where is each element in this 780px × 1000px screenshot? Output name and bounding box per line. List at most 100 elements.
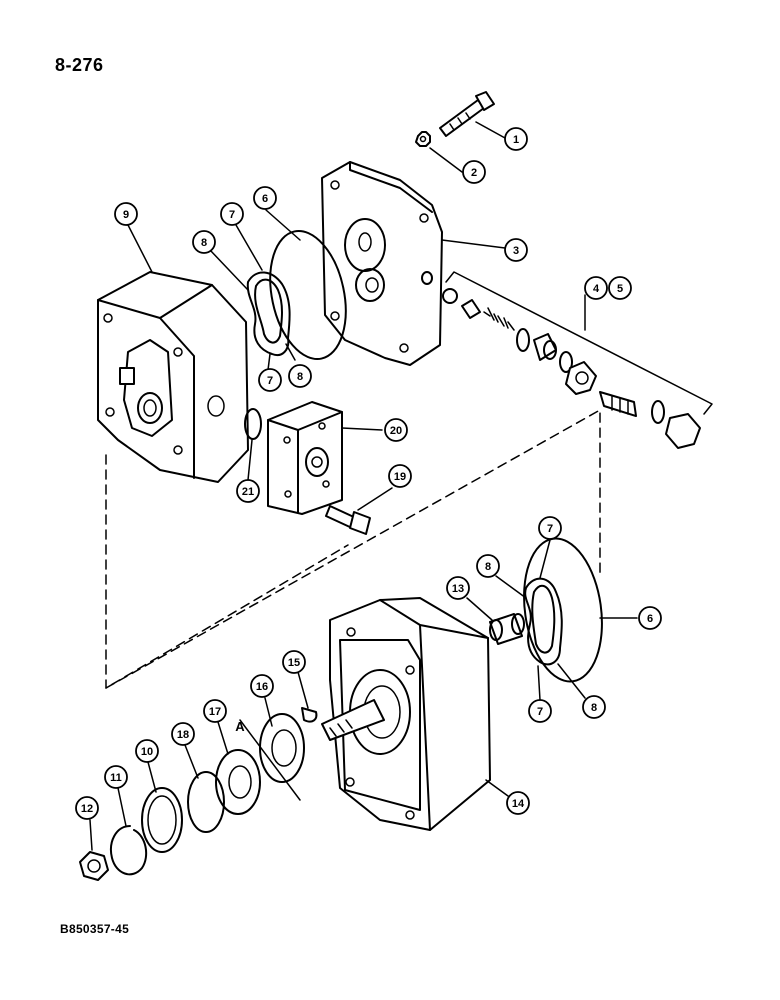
callout-c8c: 8 <box>476 554 500 578</box>
callout-number: 1 <box>513 134 519 146</box>
callout-circle <box>236 479 260 503</box>
part-18-o-ring <box>187 771 225 833</box>
part-7-8-wear-plate-lower <box>524 577 563 666</box>
callout-circle <box>203 699 227 723</box>
callout-circle <box>135 739 159 763</box>
callout-c7b: 7 <box>258 368 282 392</box>
part-20-adapter-plate <box>267 401 343 515</box>
reference-letter-a: A <box>235 719 245 734</box>
part-11-snap-ring <box>110 825 148 876</box>
part-1-bolt <box>439 91 495 137</box>
callout-c17: 17 <box>203 699 227 723</box>
callout-number: 7 <box>229 209 235 221</box>
callout-c8a: 8 <box>192 230 216 254</box>
page-number: 8-276 <box>55 55 104 75</box>
callout-circle <box>476 554 500 578</box>
callout-circle <box>75 796 99 820</box>
callout-number: 5 <box>617 283 623 295</box>
callout-circle <box>638 606 662 630</box>
callout-c21: 21 <box>236 479 260 503</box>
part-15-woodruff-key <box>301 707 318 723</box>
callout-number: 8 <box>591 702 597 714</box>
part-19-cap-screw <box>325 505 371 535</box>
callout-c6b: 6 <box>638 606 662 630</box>
callout-circle <box>608 276 632 300</box>
callout-circle <box>220 202 244 226</box>
callout-number: 20 <box>390 425 402 437</box>
callout-c9: 9 <box>114 202 138 226</box>
assembly-alignment-lines <box>105 409 601 689</box>
part-17-shaft-seal <box>215 749 261 815</box>
callout-circle <box>528 699 552 723</box>
callout-c11: 11 <box>104 765 128 789</box>
callout-c8d: 8 <box>582 695 606 719</box>
callout-number: 17 <box>209 706 221 718</box>
callout-circle <box>171 722 195 746</box>
callout-c14: 14 <box>506 791 530 815</box>
callout-c12: 12 <box>75 796 99 820</box>
callout-number: 13 <box>452 583 464 595</box>
callout-c18: 18 <box>171 722 195 746</box>
callout-circle <box>250 674 274 698</box>
part-6-o-ring-upper <box>269 229 347 361</box>
callout-circle <box>582 695 606 719</box>
leader-lines <box>89 121 638 851</box>
callout-circle <box>104 765 128 789</box>
callout-number: 8 <box>485 561 491 573</box>
callout-circle <box>506 791 530 815</box>
callout-circle <box>282 650 306 674</box>
callout-number: 7 <box>267 375 273 387</box>
callout-circle <box>504 127 528 151</box>
callout-c8b: 8 <box>288 364 312 388</box>
callout-c2: 2 <box>462 160 486 184</box>
callout-number: 12 <box>81 803 93 815</box>
callout-number: 6 <box>647 613 653 625</box>
callout-circle <box>538 516 562 540</box>
callout-number: 2 <box>471 167 477 179</box>
callout-c7c: 7 <box>538 516 562 540</box>
callout-number: 10 <box>141 746 153 758</box>
callout-number: 9 <box>123 209 129 221</box>
callout-number: 6 <box>262 193 268 205</box>
part-9-front-body <box>97 271 249 483</box>
callout-number: 19 <box>394 471 406 483</box>
callout-number: 8 <box>297 371 303 383</box>
callout-c3: 3 <box>504 238 528 262</box>
callout-number: 16 <box>256 681 268 693</box>
part-14-rear-body <box>321 597 491 831</box>
callout-number: 21 <box>242 486 254 498</box>
callout-c1: 1 <box>504 127 528 151</box>
callout-number: 3 <box>513 245 519 257</box>
callout-c6a: 6 <box>253 186 277 210</box>
callout-c16: 16 <box>250 674 274 698</box>
callout-circle <box>388 464 412 488</box>
part-2-lock-washer <box>415 131 431 147</box>
part-7-8-wear-plate-upper <box>246 271 291 356</box>
callout-circle <box>446 576 470 600</box>
callout-c5: 5 <box>608 276 632 300</box>
callout-circle <box>504 238 528 262</box>
callout-circle <box>114 202 138 226</box>
callout-circle <box>258 368 282 392</box>
callout-circle <box>384 418 408 442</box>
callout-c7d: 7 <box>528 699 552 723</box>
callout-c10: 10 <box>135 739 159 763</box>
callout-number: 8 <box>201 237 207 249</box>
callout-c19: 19 <box>388 464 412 488</box>
part-16-seal-ring <box>239 713 305 801</box>
figure-code: B850357-45 <box>60 922 130 936</box>
callout-number: 15 <box>288 657 300 669</box>
callout-circle <box>192 230 216 254</box>
callout-number: 4 <box>593 283 600 295</box>
part-12-nut <box>79 851 109 881</box>
callout-number: 7 <box>537 706 543 718</box>
callout-c13: 13 <box>446 576 470 600</box>
part-4-5-relief-valve-assembly <box>442 271 713 449</box>
callout-c20: 20 <box>384 418 408 442</box>
part-3-rear-cover <box>321 161 443 366</box>
callout-circle <box>288 364 312 388</box>
callout-number: 18 <box>177 729 189 741</box>
callout-circle <box>253 186 277 210</box>
